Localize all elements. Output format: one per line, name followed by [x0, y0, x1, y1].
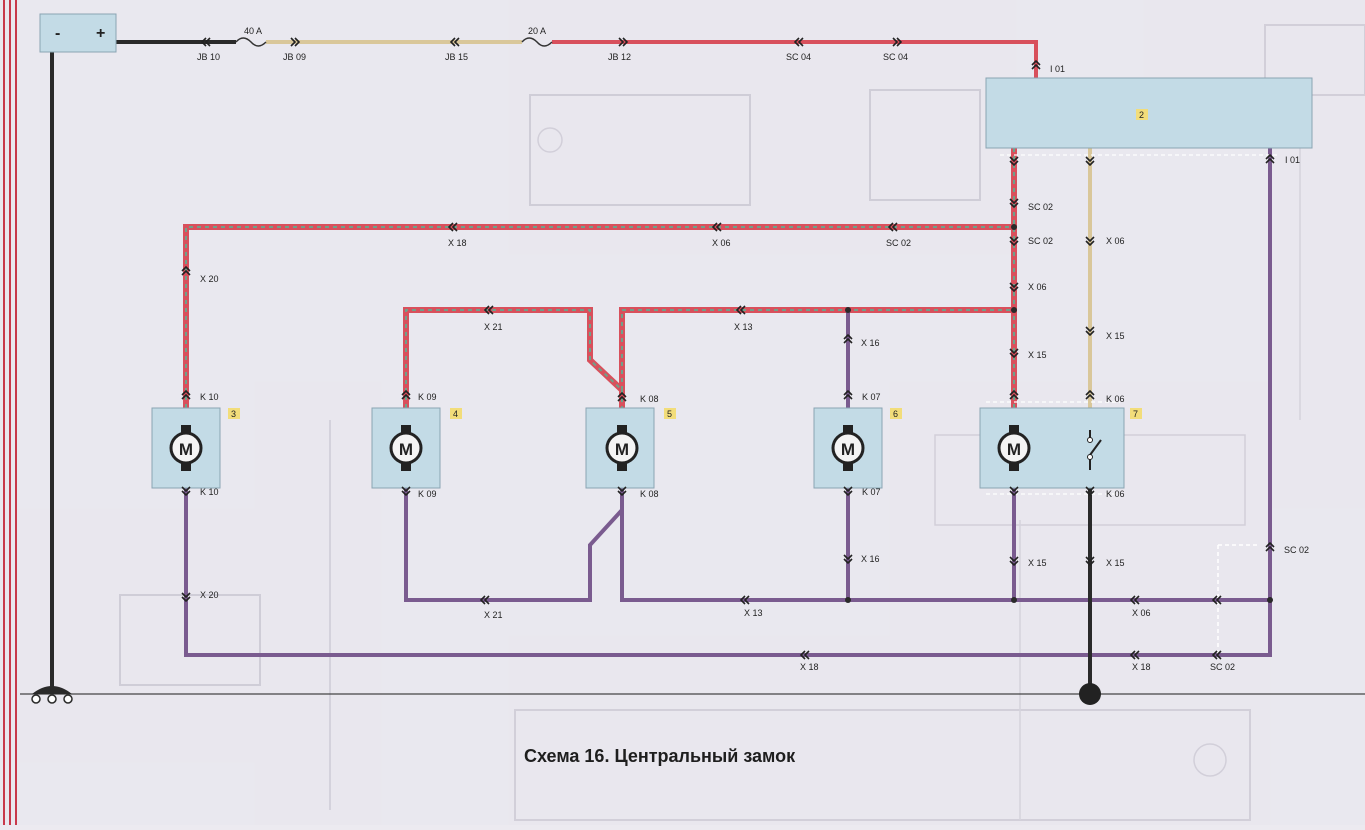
junctions [845, 224, 1273, 603]
label-jb12: JB 12 [608, 52, 631, 62]
ground-point-right [1079, 683, 1101, 705]
door-switch [1087, 430, 1102, 470]
fuse-40a-label: 40 A [244, 26, 262, 36]
page-border [3, 0, 17, 825]
component-5-label: 5 [667, 409, 672, 419]
control-module: 2 [985, 77, 1313, 156]
diagram-caption: Схема 16. Центральный замок [524, 746, 796, 766]
label-k10-top: K 10 [200, 392, 219, 402]
motor-6: M 6 [813, 407, 902, 489]
label-k09-top: K 09 [418, 392, 437, 402]
label-sc02-b: SC 02 [1028, 236, 1053, 246]
motor-5: M 5 [585, 407, 676, 489]
label-x06-d: X 06 [1132, 608, 1151, 618]
component-7-label: 7 [1133, 409, 1138, 419]
label-k08-top: K 08 [640, 394, 659, 404]
motor-4-symbol: M [399, 440, 413, 459]
component-2-label: 2 [1139, 110, 1144, 120]
label-x18-bottom: X 18 [800, 662, 819, 672]
fuse-40a: 40 A [235, 26, 267, 47]
label-k06-bottom: K 06 [1106, 489, 1125, 499]
label-k08-bottom: K 08 [640, 489, 659, 499]
wire-red-green [183, 148, 1017, 408]
label-sc04-b: SC 04 [883, 52, 908, 62]
label-x06-b: X 06 [712, 238, 731, 248]
component-3-label: 3 [231, 409, 236, 419]
battery-minus-label: - [55, 25, 60, 42]
label-i01-right: I 01 [1285, 155, 1300, 165]
ground-symbol-left [31, 686, 73, 704]
label-k06-top: K 06 [1106, 394, 1125, 404]
motor-7-symbol: M [1007, 440, 1021, 459]
label-sc02-e: SC 02 [1210, 662, 1235, 672]
motor-5-symbol: M [615, 440, 629, 459]
label-x15-c: X 15 [1028, 558, 1047, 568]
label-x06-a: X 06 [1106, 236, 1125, 246]
label-jb15: JB 15 [445, 52, 468, 62]
fuse-20a: 20 A [521, 26, 553, 47]
label-k07-bottom: K 07 [862, 487, 881, 497]
label-x16-top: X 16 [861, 338, 880, 348]
battery-plus-label: + [96, 25, 105, 42]
wire-violet [184, 148, 1272, 657]
motor-3: M 3 [151, 407, 240, 489]
connector-labels: JB 10 JB 09 JB 15 JB 12 SC 04 SC 04 I 01… [197, 52, 1309, 672]
motor-7-driver: M 7 [979, 401, 1142, 495]
label-x06-c: X 06 [1028, 282, 1047, 292]
label-i01-top: I 01 [1050, 64, 1065, 74]
label-sc02-d: SC 02 [1284, 545, 1309, 555]
label-sc02-a: SC 02 [1028, 202, 1053, 212]
label-sc02-c: SC 02 [886, 238, 911, 248]
label-x15-d: X 15 [1106, 558, 1125, 568]
label-jb10: JB 10 [197, 52, 220, 62]
label-x08: X 18 [1132, 662, 1151, 672]
label-k10-bottom: K 10 [200, 487, 219, 497]
motor-4: M 4 [371, 407, 462, 489]
label-x16-bottom: X 16 [861, 554, 880, 564]
motor-3-symbol: M [179, 440, 193, 459]
door-lock-motors: M 3 M 4 M 5 M 6 [151, 401, 1142, 495]
label-x21-bottom: X 21 [484, 610, 503, 620]
label-x21-top: X 21 [484, 322, 503, 332]
label-x13-top: X 13 [734, 322, 753, 332]
component-6-label: 6 [893, 409, 898, 419]
fuse-20a-label: 20 A [528, 26, 546, 36]
label-x20-bottom: X 20 [200, 590, 219, 600]
label-x13-bottom: X 13 [744, 608, 763, 618]
label-x15-b: X 15 [1028, 350, 1047, 360]
label-jb09: JB 09 [283, 52, 306, 62]
label-sc04-a: SC 04 [786, 52, 811, 62]
label-k09-bottom: K 09 [418, 489, 437, 499]
wires [50, 40, 1272, 690]
label-x20-top: X 20 [200, 274, 219, 284]
component-4-label: 4 [453, 409, 458, 419]
battery: - + [39, 13, 117, 53]
motor-6-symbol: M [841, 440, 855, 459]
label-x15-a: X 15 [1106, 331, 1125, 341]
label-k07-top: K 07 [862, 392, 881, 402]
label-x18-top: X 18 [448, 238, 467, 248]
